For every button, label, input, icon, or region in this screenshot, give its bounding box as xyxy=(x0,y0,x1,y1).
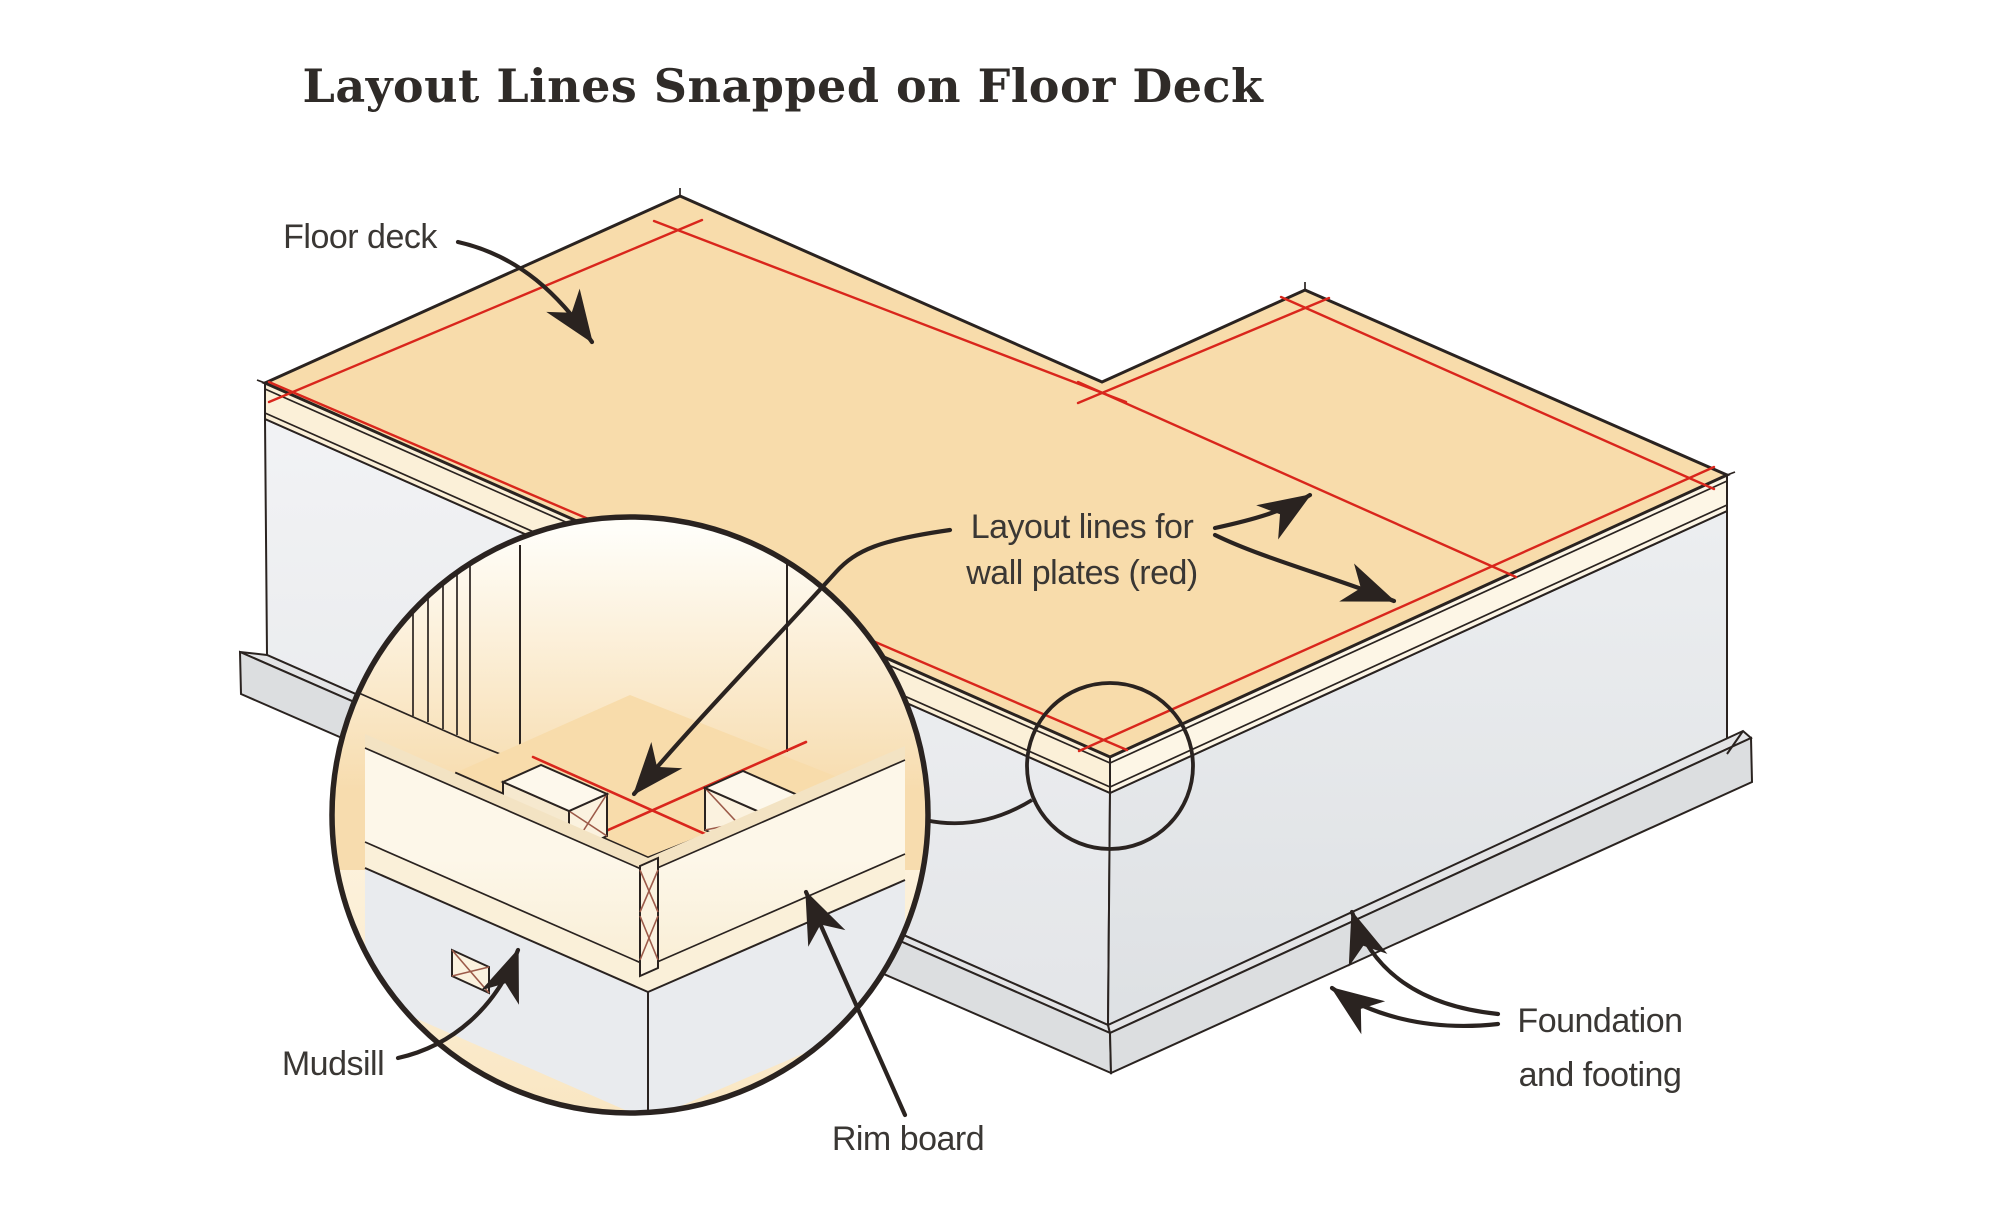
foundation-label-1: Foundation xyxy=(1517,1002,1682,1040)
layout-lines-label-1: Layout lines for xyxy=(971,508,1194,546)
mudsill-arrow xyxy=(395,947,521,1061)
layout-lines-red xyxy=(267,218,1716,753)
layout-lines-arrow-lower xyxy=(1212,532,1397,604)
layout-lines-arrow-magnifier xyxy=(631,527,953,797)
floor-deck-label: Floor deck xyxy=(283,218,438,256)
floor-deck-top xyxy=(256,188,1736,765)
layout-lines-arrow-upper xyxy=(1212,492,1313,540)
rim-board-label: Rim board xyxy=(832,1120,984,1158)
layout-lines-label-2: wall plates (red) xyxy=(965,554,1197,592)
footing-right-face xyxy=(1108,736,1754,1075)
footing-arrow xyxy=(1329,985,1501,1035)
mudsill-label: Mudsill xyxy=(282,1045,384,1083)
magnifier-connector xyxy=(924,798,1033,826)
detail-locator-circle xyxy=(1025,681,1195,851)
annotations: Floor deck Layout lines for wall plates … xyxy=(282,218,1683,1158)
foundation-arrow xyxy=(1348,909,1501,1017)
floor-deck-arrow xyxy=(455,239,595,345)
magnifier-ring xyxy=(329,514,931,1116)
corner-ticks xyxy=(256,188,1736,765)
rim-board-arrow xyxy=(803,889,908,1118)
figure-title: Layout Lines Snapped on Floor Deck xyxy=(303,59,1265,113)
foundation-label-2: and footing xyxy=(1519,1056,1682,1094)
